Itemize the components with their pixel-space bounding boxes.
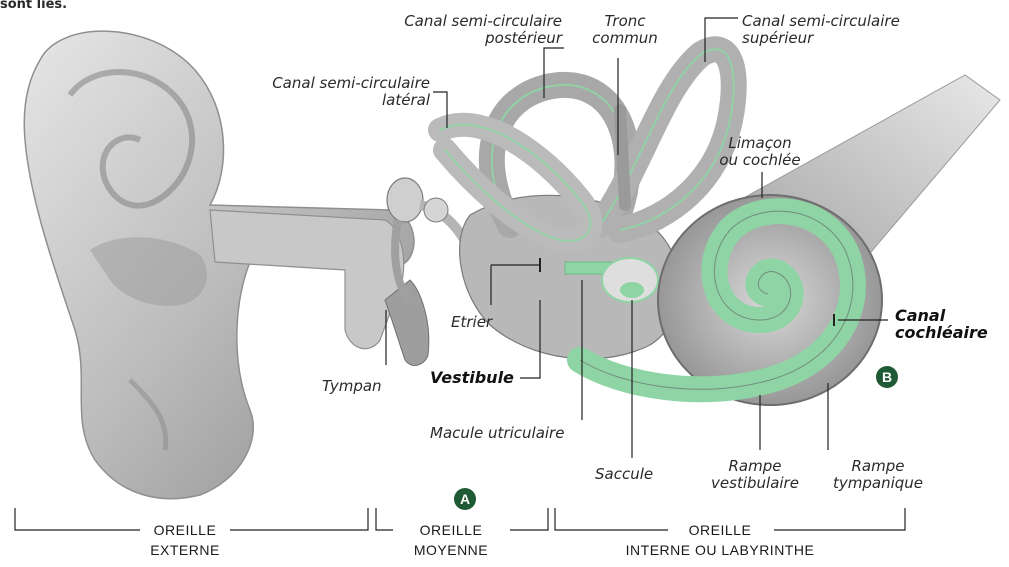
label-tympan: Tympan (322, 378, 382, 395)
label-vestibule: Vestibule (430, 369, 514, 386)
badge-b: B (876, 366, 898, 388)
label-macule-utriculaire: Macule utriculaire (430, 425, 564, 442)
label-saccule: Saccule (595, 466, 653, 483)
label-etrier: Etrier (451, 314, 492, 331)
header-partial-text: sont liés. (0, 0, 67, 13)
badge-a: A (454, 488, 476, 510)
